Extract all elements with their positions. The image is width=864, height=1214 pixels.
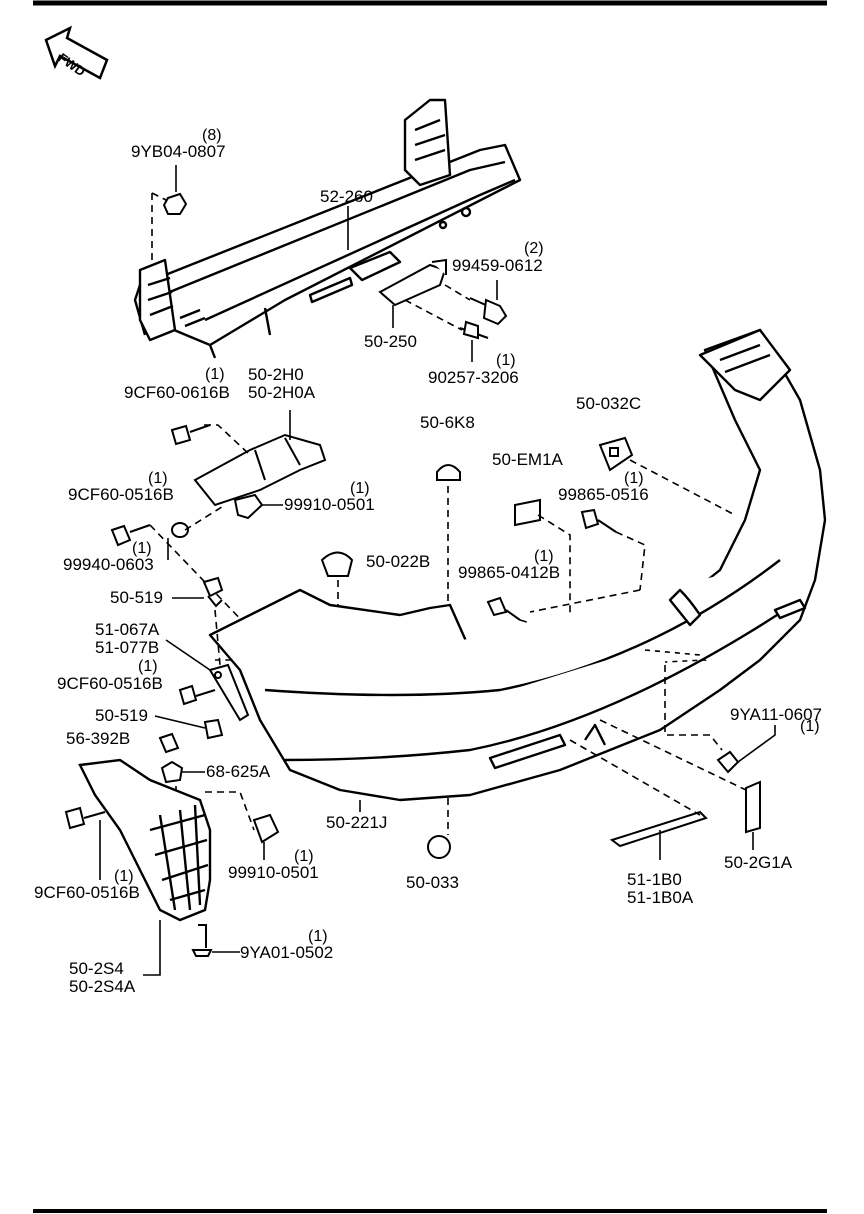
part-50-2h0[interactable]: 50-2H0 xyxy=(248,365,304,384)
part-50-2s4a[interactable]: 50-2S4A xyxy=(69,977,136,996)
grommet-50-033-icon xyxy=(427,835,451,859)
part-90257-3206[interactable]: 90257-3206 xyxy=(428,368,519,387)
clip-99910-b-icon xyxy=(252,813,280,844)
part-52-260[interactable]: 52-260 xyxy=(320,187,373,206)
bolt-9cf60-0516b-a-icon xyxy=(110,524,151,547)
qty-99459: (2) xyxy=(524,240,544,257)
qty-90257: (1) xyxy=(496,352,516,369)
part-56-392b[interactable]: 56-392B xyxy=(66,729,131,748)
reinforcement-beam xyxy=(133,98,522,359)
bolt-99459-icon xyxy=(469,297,508,326)
part-51-1b0[interactable]: 51-1B0 xyxy=(627,870,682,889)
bolt-9cf60-0516b-b-icon xyxy=(178,684,216,706)
clip-99910-a-icon xyxy=(233,493,264,520)
part-50-033[interactable]: 50-033 xyxy=(406,873,459,892)
bracket-51-067a-icon xyxy=(208,663,250,722)
reflector-51-1b0-icon xyxy=(609,810,708,848)
screw-9ya01-icon xyxy=(191,924,213,957)
stopper-50-022b-icon xyxy=(320,551,354,577)
qty-9cf60-0516b-b: (1) xyxy=(138,658,158,675)
screw-99865-0412b-icon xyxy=(486,596,521,621)
part-99459-0612[interactable]: 99459-0612 xyxy=(452,256,543,275)
part-50-519-b[interactable]: 50-519 xyxy=(95,706,148,725)
label-50-2g1a-icon xyxy=(745,780,761,834)
part-50-em1a[interactable]: 50-EM1A xyxy=(492,450,563,469)
part-50-2s4[interactable]: 50-2S4 xyxy=(69,959,124,978)
qty-9cf60-0516b-c: (1) xyxy=(114,868,134,885)
part-50-221j[interactable]: 50-221J xyxy=(326,813,388,832)
qty-9ya11: (1) xyxy=(800,718,820,735)
clip-9ya11-icon xyxy=(716,750,740,774)
part-51-1b0a[interactable]: 51-1B0A xyxy=(627,888,694,907)
mudguard-50-2s4 xyxy=(78,758,212,922)
qty-9cf60-0616b: (1) xyxy=(205,366,225,383)
clip-50-519-a-icon xyxy=(202,576,224,608)
part-9cf60-0516b-a[interactable]: 9CF60-0516B xyxy=(68,485,174,504)
part-9cf60-0516b-c[interactable]: 9CF60-0516B xyxy=(34,883,140,902)
part-9cf60-0516b-b[interactable]: 9CF60-0516B xyxy=(57,674,163,693)
bolt-9cf60-0516b-c-icon xyxy=(64,806,106,830)
part-9cf60-0616b[interactable]: 9CF60-0616B xyxy=(124,383,230,402)
part-50-032c[interactable]: 50-032C xyxy=(576,394,642,413)
part-50-519-a[interactable]: 50-519 xyxy=(110,588,163,607)
part-9ya11-0607[interactable]: 9YA11-0607 xyxy=(730,705,822,724)
bolt-90257-icon xyxy=(459,320,489,340)
part-99910-0501-b[interactable]: 99910-0501 xyxy=(228,863,319,882)
qty-99910-a: (1) xyxy=(350,480,370,497)
qty-99865-0412b: (1) xyxy=(534,548,554,565)
part-68-625a[interactable]: 68-625A xyxy=(206,762,271,781)
part-50-2h0a[interactable]: 50-2H0A xyxy=(248,383,316,402)
bumper-cover xyxy=(208,328,827,802)
bracket-50-250 xyxy=(378,258,447,307)
part-9yb04-0807[interactable]: 9YB04-0807 xyxy=(131,142,226,161)
bracket-50-2h0 xyxy=(193,433,327,507)
part-50-2g1a[interactable]: 50-2G1A xyxy=(724,853,793,872)
part-99865-0516[interactable]: 99865-0516 xyxy=(558,485,649,504)
part-99940-0603[interactable]: 99940-0603 xyxy=(63,555,154,574)
fwd-arrow-icon xyxy=(44,25,109,80)
clip-50-519-b-icon xyxy=(203,718,224,740)
screw-99865-0516-icon xyxy=(580,508,617,533)
hex-nut-icon xyxy=(162,192,188,215)
nut-68-625a-icon xyxy=(160,760,184,784)
label-50-em1a-icon xyxy=(514,498,541,527)
part-50-6k8[interactable]: 50-6K8 xyxy=(420,413,475,432)
part-51-077b[interactable]: 51-077B xyxy=(95,638,160,657)
part-9ya01-0502[interactable]: 9YA01-0502 xyxy=(240,943,334,962)
qty-99865-0516: (1) xyxy=(624,470,644,487)
qty-9yb04: (8) xyxy=(202,127,222,144)
part-99910-0501-a[interactable]: 99910-0501 xyxy=(284,495,375,514)
bolt-9cf60-0616b-icon xyxy=(170,424,211,446)
qty-99940: (1) xyxy=(132,540,152,557)
nut-99940-icon xyxy=(171,522,189,538)
clip-56-392b-icon xyxy=(158,732,180,754)
part-51-067a[interactable]: 51-067A xyxy=(95,620,160,639)
part-50-022b[interactable]: 50-022B xyxy=(366,552,431,571)
part-50-250[interactable]: 50-250 xyxy=(364,332,417,351)
part-99865-0412b[interactable]: 99865-0412B xyxy=(458,563,561,582)
grommet-50-6k8-icon xyxy=(436,464,461,481)
qty-9ya01: (1) xyxy=(308,928,328,945)
qty-9cf60-0516b-a: (1) xyxy=(148,470,168,487)
qty-99910-b: (1) xyxy=(294,848,314,865)
cap-50-032c-icon xyxy=(598,436,634,472)
